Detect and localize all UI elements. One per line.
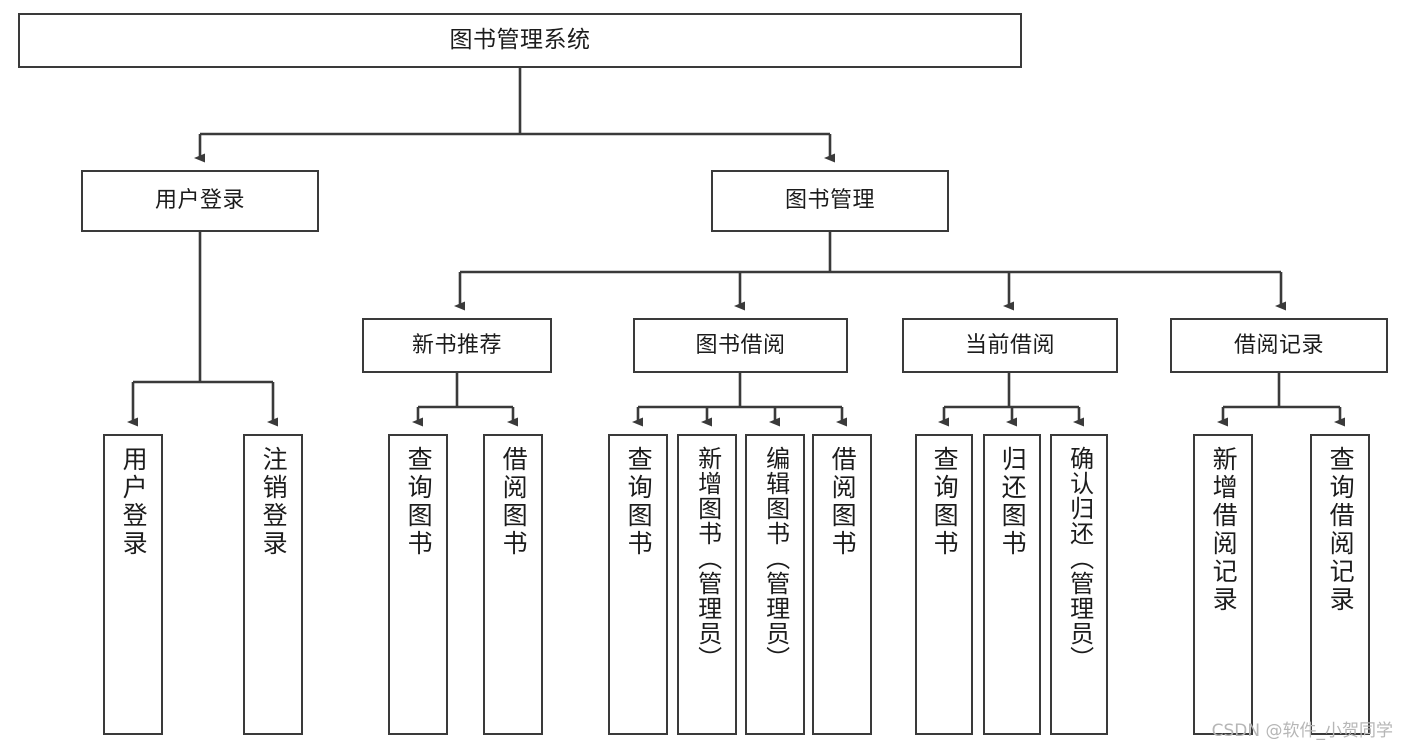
edge-newbook-to-leaves [412, 373, 518, 427]
node-borrow-record[interactable]: 借阅记录 [1170, 318, 1388, 373]
node-leaf-user-login[interactable]: 用户登录 [103, 434, 163, 735]
node-current-borrow[interactable]: 当前借阅 [902, 318, 1118, 373]
node-leaf-query-book-rec[interactable]: 查询图书 [388, 434, 448, 735]
node-leaf-confirm-return-label: 确认归还（管理员） [1065, 446, 1094, 671]
edge-borrowrecord-to-leaves [1217, 373, 1345, 427]
node-leaf-add-book[interactable]: 新增图书（管理员） [677, 434, 737, 735]
node-leaf-borrow-book-rec-label: 借阅图书 [499, 446, 529, 558]
node-leaf-query-book-br[interactable]: 查询图书 [608, 434, 668, 735]
node-leaf-return-book[interactable]: 归还图书 [983, 434, 1041, 735]
node-leaf-borrow-book-rec[interactable]: 借阅图书 [483, 434, 543, 735]
node-leaf-query-book-cb[interactable]: 查询图书 [915, 434, 973, 735]
edge-root-to-level2 [194, 68, 835, 163]
node-leaf-user-login-label: 用户登录 [119, 446, 149, 558]
edge-currentborrow-to-leaves [938, 373, 1084, 427]
node-leaf-confirm-return[interactable]: 确认归还（管理员） [1050, 434, 1108, 735]
node-borrow-record-label: 借阅记录 [1233, 332, 1324, 358]
node-book-borrow[interactable]: 图书借阅 [633, 318, 848, 373]
node-leaf-borrow-book-br-label: 借阅图书 [828, 446, 858, 558]
node-leaf-query-book-rec-label: 查询图书 [404, 446, 434, 558]
node-leaf-logout-label: 注销登录 [259, 446, 289, 558]
node-leaf-borrow-book-br[interactable]: 借阅图书 [812, 434, 872, 735]
node-leaf-edit-book-label: 编辑图书（管理员） [761, 446, 790, 671]
node-leaf-add-book-label: 新增图书（管理员） [693, 446, 722, 671]
node-leaf-query-book-br-label: 查询图书 [624, 446, 654, 558]
node-leaf-add-record[interactable]: 新增借阅记录 [1193, 434, 1253, 735]
node-book-borrow-label: 图书借阅 [695, 332, 786, 358]
node-user-login-label: 用户登录 [154, 188, 245, 213]
node-leaf-add-record-label: 新增借阅记录 [1209, 446, 1239, 614]
node-current-borrow-label: 当前借阅 [964, 332, 1055, 358]
edge-userlogin-to-leaves [127, 232, 278, 427]
node-root[interactable]: 图书管理系统 [18, 13, 1022, 68]
node-new-book-recommend-label: 新书推荐 [411, 332, 502, 358]
edge-bookborrow-to-leaves [632, 373, 847, 427]
node-book-manage-label: 图书管理 [784, 188, 875, 213]
node-root-label: 图书管理系统 [449, 27, 591, 53]
node-leaf-logout[interactable]: 注销登录 [243, 434, 303, 735]
node-leaf-return-book-label: 归还图书 [998, 446, 1028, 558]
edge-bookmanage-to-level3 [454, 232, 1286, 311]
node-leaf-query-book-cb-label: 查询图书 [930, 446, 960, 558]
node-leaf-query-record[interactable]: 查询借阅记录 [1310, 434, 1370, 735]
node-book-manage[interactable]: 图书管理 [711, 170, 949, 232]
watermark: CSDN @软件_小贺同学 [1211, 721, 1393, 741]
node-leaf-query-record-label: 查询借阅记录 [1326, 446, 1356, 614]
node-user-login[interactable]: 用户登录 [81, 170, 319, 232]
node-leaf-edit-book[interactable]: 编辑图书（管理员） [745, 434, 805, 735]
node-new-book-recommend[interactable]: 新书推荐 [362, 318, 552, 373]
